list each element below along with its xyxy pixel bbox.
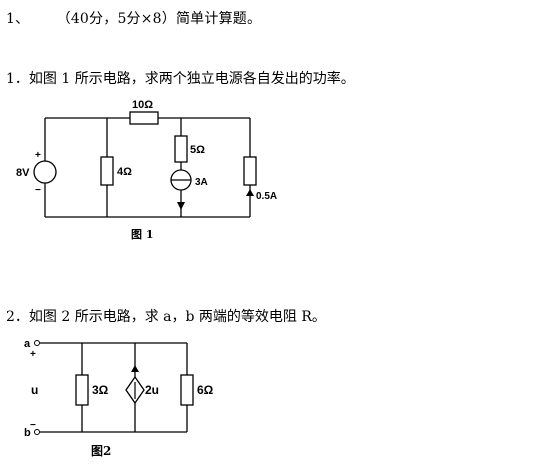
voltage-source-8v bbox=[33, 160, 57, 184]
resistor-right bbox=[243, 156, 257, 186]
label-10ohm: 10Ω bbox=[132, 99, 153, 111]
label-3ohm: 3Ω bbox=[92, 383, 109, 397]
section-heading: 1、 （40分，5分×8）简单计算题。 bbox=[6, 8, 261, 28]
label-minus-8v: − bbox=[35, 185, 41, 196]
label-2u: 2u bbox=[145, 383, 159, 397]
resistor-3ohm bbox=[75, 374, 89, 406]
terminal-a-icon bbox=[34, 340, 40, 346]
question-1-text: 1．如图 1 所示电路，求两个独立电源各自发出的功率。 bbox=[6, 71, 355, 87]
label-6ohm: 6Ω bbox=[197, 383, 214, 397]
dependent-current-source-2u bbox=[125, 375, 145, 405]
label-0-5a: 0.5A bbox=[256, 191, 277, 202]
section-number: 1、 bbox=[6, 11, 30, 27]
current-arrow-up-icon bbox=[246, 189, 254, 196]
label-terminal-a: a bbox=[24, 338, 31, 350]
resistor-4ohm bbox=[100, 156, 114, 186]
label-plus-8v: + bbox=[35, 150, 41, 161]
label-terminal-b: b bbox=[24, 427, 31, 439]
terminal-b-icon bbox=[34, 429, 40, 435]
resistor-5ohm bbox=[174, 135, 188, 163]
section-title: （40分，5分×8）简单计算题。 bbox=[56, 11, 262, 27]
figure-1-caption: 图 1 bbox=[131, 228, 153, 241]
figure-2-caption: 图2 bbox=[91, 444, 111, 458]
figure-2-circuit bbox=[40, 342, 188, 433]
label-8v: 8V bbox=[16, 167, 30, 179]
dep-source-arrow-up-icon bbox=[131, 365, 139, 372]
current-arrow-down-icon bbox=[177, 202, 185, 210]
resistor-6ohm bbox=[180, 374, 194, 406]
label-4ohm: 4Ω bbox=[117, 166, 132, 178]
label-u: u bbox=[31, 383, 38, 397]
label-minus-u: − bbox=[30, 420, 36, 431]
label-3a: 3A bbox=[195, 177, 208, 188]
figure-1-circuit bbox=[44, 117, 251, 218]
resistor-10ohm bbox=[129, 111, 159, 125]
label-plus-u: + bbox=[30, 349, 36, 360]
current-source-3a bbox=[170, 169, 192, 191]
label-5ohm: 5Ω bbox=[190, 144, 205, 156]
question-2-text: 2．如图 2 所示电路，求 a，b 两端的等效电阻 R。 bbox=[6, 309, 326, 325]
